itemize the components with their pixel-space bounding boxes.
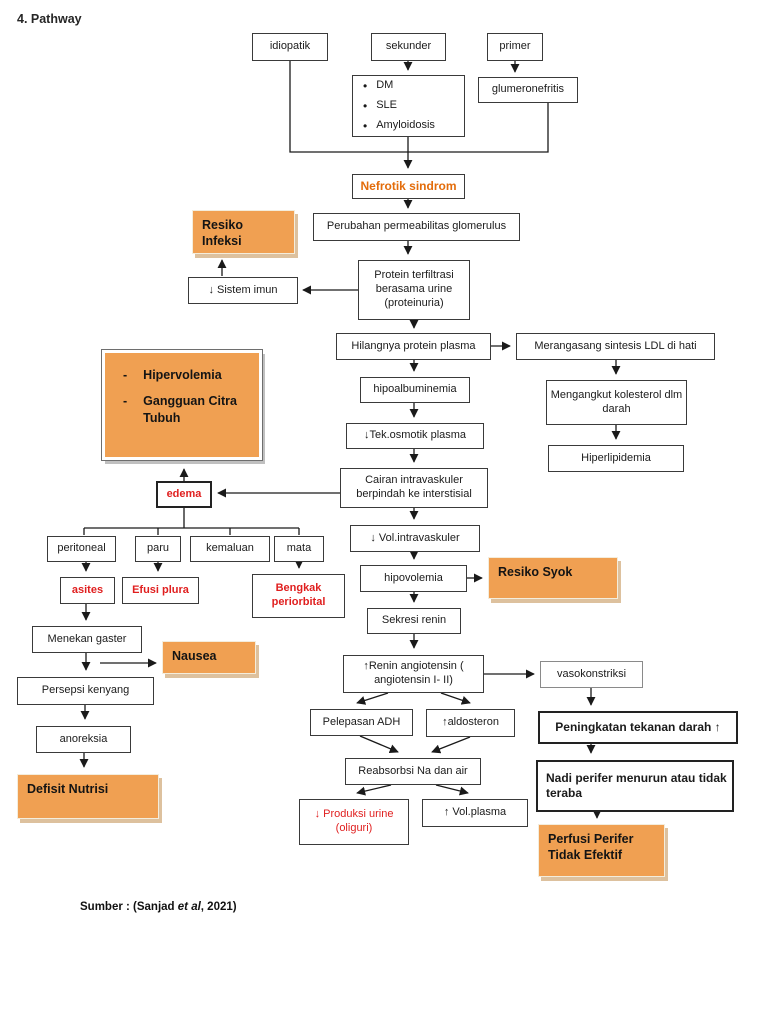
node-diagnosis-list: Hipervolemia Gangguan Citra Tubuh	[101, 349, 263, 461]
node-peningkatan-tekanan: Peningkatan tekanan darah ↑	[538, 711, 738, 744]
node-resiko-infeksi: Resiko Infeksi	[192, 210, 295, 254]
node-kemaluan: kemaluan	[190, 536, 270, 562]
node-pelepasan-adh: Pelepasan ADH	[310, 709, 413, 736]
node-renin-angiotensin: ↑Renin angiotensin ( angiotensin I- II)	[343, 655, 484, 693]
node-edema: edema	[156, 481, 212, 508]
node-paru: paru	[135, 536, 181, 562]
node-nefrotik-sindrom: Nefrotik sindrom	[352, 174, 465, 199]
cause-item: DM	[363, 79, 393, 94]
node-hipovolemia: hipovolemia	[360, 565, 467, 592]
node-aldosteron: ↑aldosteron	[426, 709, 515, 737]
node-hiperlipidemia: Hiperlipidemia	[548, 445, 684, 472]
node-peritoneal: peritoneal	[47, 536, 116, 562]
node-perfusi-perifer: Perfusi Perifer Tidak Efektif	[538, 824, 665, 877]
node-perubahan-permeabilitas: Perubahan permeabilitas glomerulus	[313, 213, 520, 241]
node-sekresi-renin: Sekresi renin	[367, 608, 461, 634]
node-vasokonstriksi: vasokonstriksi	[540, 661, 643, 688]
node-anoreksia: anoreksia	[36, 726, 131, 753]
node-asites: asites	[60, 577, 115, 604]
node-sekunder-causes: DM SLE Amyloidosis	[352, 75, 465, 137]
node-sistem-imun: ↓ Sistem imun	[188, 277, 298, 304]
node-mengangkut-kolesterol: Mengangkut kolesterol dlm darah	[546, 380, 687, 425]
node-persepsi-kenyang: Persepsi kenyang	[17, 677, 154, 705]
node-defisit-nutrisi: Defisit Nutrisi	[17, 774, 159, 819]
node-protein-terfiltrasi: Protein terfiltrasi berasama urine (prot…	[358, 260, 470, 320]
node-hilangnya-protein: Hilangnya protein plasma	[336, 333, 491, 360]
node-produksi-urine: ↓ Produksi urine (oliguri)	[299, 799, 409, 845]
node-reabsorbsi: Reabsorbsi Na dan air	[345, 758, 481, 785]
node-vol-plasma: ↑ Vol.plasma	[422, 799, 528, 827]
node-efusi-plura: Efusi plura	[122, 577, 199, 604]
node-nausea: Nausea	[162, 641, 256, 674]
diagnosis-item: Gangguan Citra Tubuh	[123, 393, 253, 428]
cause-item: SLE	[363, 99, 397, 114]
node-merangasang-ldl: Merangasang sintesis LDL di hati	[516, 333, 715, 360]
node-sekunder: sekunder	[371, 33, 446, 61]
node-vol-intravaskuler: ↓ Vol.intravaskuler	[350, 525, 480, 552]
node-glumeronefritis: glumeronefritis	[478, 77, 578, 103]
source-citation: Sumber : (Sanjad et al, 2021)	[80, 901, 237, 913]
node-cairan-intravaskuler: Cairan intravaskuler berpindah ke inters…	[340, 468, 488, 508]
cause-item: Amyloidosis	[363, 119, 435, 134]
node-nadi-perifer: Nadi perifer menurun atau tidak teraba	[536, 760, 734, 812]
node-idiopatik: idiopatik	[252, 33, 328, 61]
diagnosis-item: Hipervolemia	[123, 367, 222, 385]
node-tek-osmotik: ↓Tek.osmotik plasma	[346, 423, 484, 449]
node-menekan-gaster: Menekan gaster	[32, 626, 142, 653]
node-mata: mata	[274, 536, 324, 562]
node-bengkak-periorbital: Bengkak periorbital	[252, 574, 345, 618]
page-title: 4. Pathway	[17, 12, 82, 26]
node-hipoalbuminemia: hipoalbuminemia	[360, 377, 470, 403]
node-resiko-syok: Resiko Syok	[488, 557, 618, 599]
node-primer: primer	[487, 33, 543, 61]
